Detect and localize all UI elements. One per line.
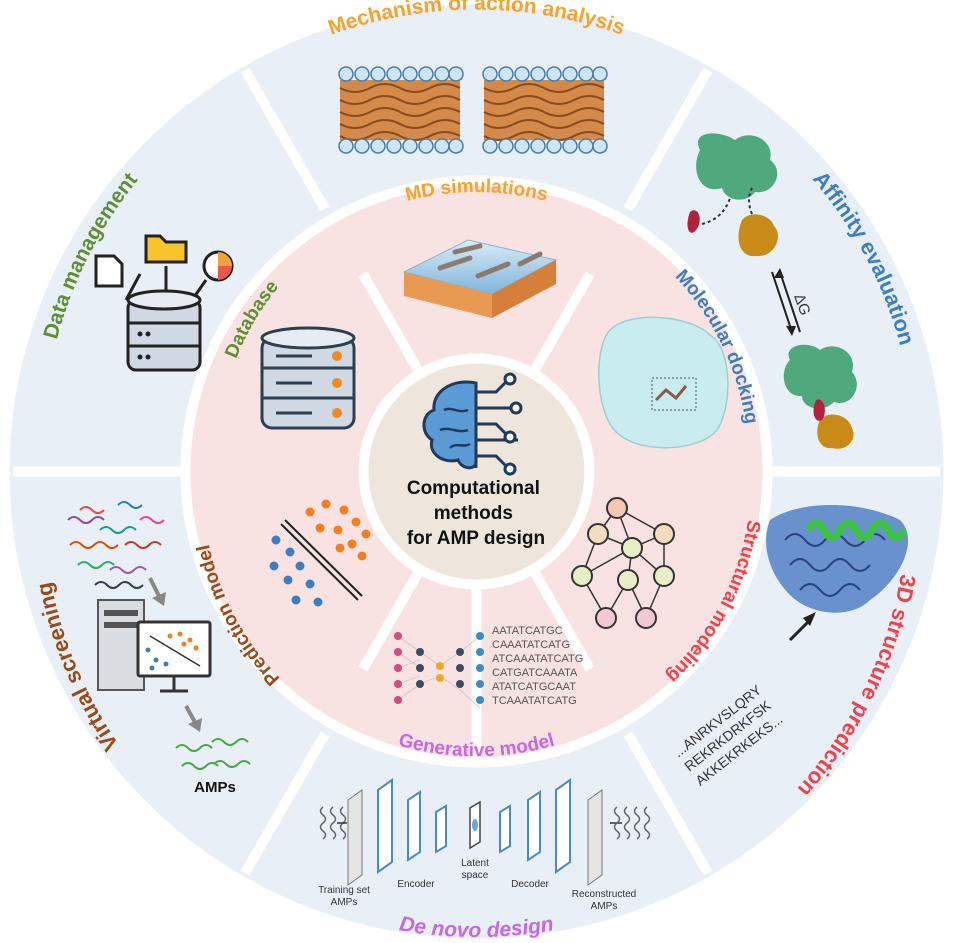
- delta-g-label: ΔG: [790, 292, 813, 318]
- svg-text:CATGATCAAATA: CATGATCAAATA: [492, 667, 578, 679]
- graph-network-icon: [571, 497, 675, 629]
- svg-text:ATCAAATATCATG: ATCAAATATCATG: [492, 653, 583, 665]
- svg-text:CAAATATCATG: CAAATATCATG: [492, 639, 570, 651]
- membrane-pore-illustration: [338, 66, 608, 154]
- data-management-illustration: [94, 234, 234, 372]
- docking-illustration: [598, 316, 729, 449]
- encoder-label: Encoder: [397, 879, 435, 890]
- sector-separators: [13, 67, 940, 876]
- generative-network-illustration: AATATCATGC CAAATATCATG ATCAAATATCATG CAT…: [394, 625, 583, 709]
- dna-sequence-text: AATATCATGC CAAATATCATG ATCAAATATCATG CAT…: [492, 625, 583, 707]
- protein-structure-illustration: ...ANRKVSLQRY REKRKDRKFSK AKKEKRKEKS...: [670, 505, 909, 789]
- center-title: Computational methods for AMP design: [407, 478, 545, 549]
- decoder-label: Decoder: [511, 879, 549, 890]
- svg-text:TCAAATATCATG: TCAAATATCATG: [492, 695, 577, 707]
- center-disc: [363, 358, 590, 585]
- svg-text:ATATCATGCAAT: ATATCATGCAAT: [492, 681, 576, 693]
- affinity-illustration: ΔG: [687, 133, 857, 449]
- md-membrane-illustration: [402, 239, 558, 318]
- prediction-scatter-icon: [269, 499, 371, 607]
- amps-label: AMPs: [194, 779, 236, 796]
- brain-circuit-icon: [422, 372, 523, 476]
- svg-text:AATATCATGC: AATATCATGC: [492, 625, 563, 637]
- virtual-screening-illustration: AMPs: [67, 501, 251, 796]
- database-icon: [260, 326, 356, 430]
